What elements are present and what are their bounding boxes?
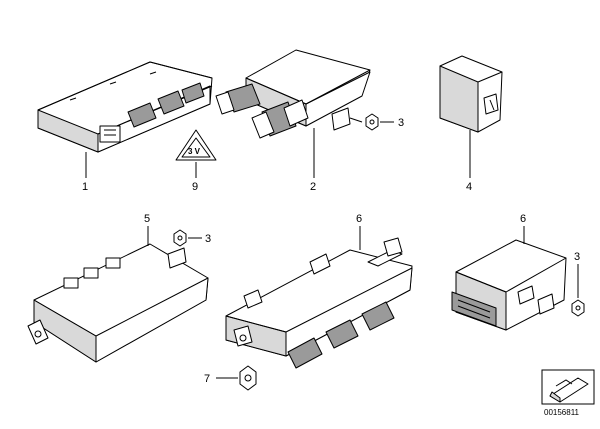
hex-nut-icon: [571, 264, 585, 317]
callout-3-right: 3: [574, 251, 580, 263]
callout-3-top: 3: [398, 117, 404, 129]
part-6-control-module-center: [225, 226, 413, 369]
part-4-module: [439, 55, 503, 178]
callout-4: 4: [466, 181, 472, 193]
part-6-control-module-right: [451, 226, 567, 331]
reference-box: [541, 369, 595, 405]
catalog-number: 00156811: [544, 408, 580, 417]
callout-7: 7: [204, 373, 210, 385]
callout-6-center: 6: [356, 213, 362, 225]
part-1-control-module: [37, 61, 213, 178]
callout-2: 2: [310, 181, 316, 193]
part-5-control-module: [27, 226, 209, 363]
callout-9: 9: [192, 181, 198, 193]
callout-6-right: 6: [520, 213, 526, 225]
callout-3-mid: 3: [205, 233, 211, 245]
part-2-control-module: [215, 49, 371, 178]
hex-nut-icon: [216, 365, 257, 391]
part-9-warning-label: 3 V: [175, 129, 217, 178]
warning-label-text: 3 V: [188, 147, 201, 156]
hex-nut-icon: [365, 113, 394, 131]
callout-1: 1: [82, 181, 88, 193]
folded-sheet-icon: [549, 377, 589, 403]
hex-nut-icon: [173, 229, 202, 247]
callout-5: 5: [144, 213, 150, 225]
